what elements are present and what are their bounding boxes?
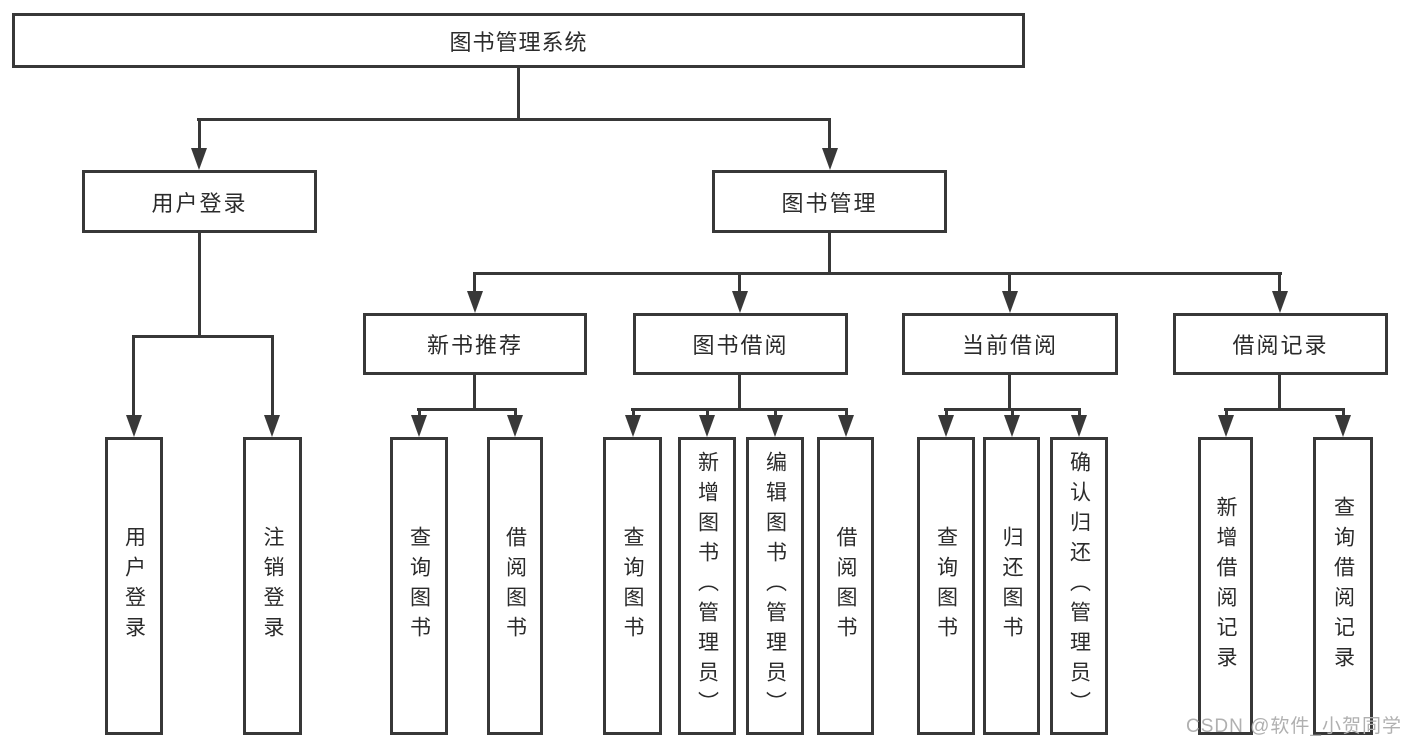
node-current-borrow: 当前借阅 — [902, 313, 1118, 375]
connector-line — [473, 375, 476, 411]
arrow-down-icon — [699, 415, 715, 437]
arrow-down-icon — [1335, 415, 1351, 437]
connector-line — [738, 272, 741, 293]
connector-line — [1011, 408, 1014, 418]
connector-line — [473, 272, 476, 293]
node-label: 借阅记录 — [1232, 333, 1329, 358]
node-label: 当前借阅 — [961, 333, 1058, 358]
leaf-label: 查询图书 — [407, 526, 431, 646]
connector-line — [845, 408, 848, 418]
arrow-down-icon — [838, 415, 854, 437]
node-label: 图书管理系统 — [449, 29, 588, 55]
leaf-label: 新增图书（管理员） — [695, 451, 719, 721]
connector-line — [473, 272, 1282, 275]
connector-line — [1278, 375, 1281, 411]
leaf-cur-return-books: 归还图书 — [983, 437, 1040, 735]
leaf-logout: 注销登录 — [243, 437, 302, 735]
arrow-down-icon — [732, 291, 748, 313]
arrow-down-icon — [264, 415, 280, 437]
connector-line — [828, 118, 831, 150]
leaf-nb-borrow-books: 借阅图书 — [487, 437, 543, 735]
arrow-down-icon — [191, 148, 207, 170]
arrow-down-icon — [767, 415, 783, 437]
connector-line — [774, 408, 777, 418]
leaf-label: 归还图书 — [1000, 526, 1023, 646]
arrow-down-icon — [1004, 415, 1020, 437]
node-new-book-recommend: 新书推荐 — [363, 313, 587, 375]
connector-line — [828, 233, 831, 274]
connector-line — [1078, 408, 1081, 418]
arrow-down-icon — [1002, 291, 1018, 313]
leaf-label: 查询图书 — [621, 526, 644, 646]
connector-line — [1225, 408, 1228, 418]
leaf-bw-query-books: 查询图书 — [603, 437, 662, 735]
arrow-down-icon — [822, 148, 838, 170]
node-label: 图书管理 — [781, 190, 878, 216]
leaf-user-login: 用户登录 — [105, 437, 163, 735]
arrow-down-icon — [1218, 415, 1234, 437]
connector-line — [1008, 375, 1011, 411]
connector-line — [197, 118, 831, 121]
node-library-system: 图书管理系统 — [12, 13, 1025, 68]
connector-line — [271, 335, 274, 417]
leaf-label: 注销登录 — [261, 526, 284, 646]
node-label: 新书推荐 — [426, 333, 523, 358]
arrow-down-icon — [507, 415, 523, 437]
node-borrow-records: 借阅记录 — [1173, 313, 1388, 375]
arrow-down-icon — [938, 415, 954, 437]
leaf-bw-add-books-admin: 新增图书（管理员） — [678, 437, 736, 735]
arrow-down-icon — [1071, 415, 1087, 437]
leaf-label: 用户登录 — [122, 526, 146, 646]
connector-line — [418, 408, 421, 418]
connector-line — [514, 408, 517, 418]
arrow-down-icon — [625, 415, 641, 437]
arrow-down-icon — [1272, 291, 1288, 313]
leaf-bw-edit-books-admin: 编辑图书（管理员） — [746, 437, 804, 735]
connector-line — [1224, 408, 1345, 411]
connector-line — [632, 408, 635, 418]
leaf-rec-query-record: 查询借阅记录 — [1313, 437, 1373, 735]
connector-line — [1342, 408, 1345, 418]
node-book-management: 图书管理 — [712, 170, 947, 233]
connector-line — [1278, 272, 1281, 293]
connector-line — [132, 335, 135, 417]
connector-line — [706, 408, 709, 418]
arrow-down-icon — [126, 415, 142, 437]
leaf-cur-query-books: 查询图书 — [917, 437, 975, 735]
leaf-label: 借阅图书 — [834, 526, 857, 646]
connector-line — [417, 408, 517, 411]
connector-line — [1008, 272, 1011, 293]
connector-line — [132, 335, 274, 338]
arrow-down-icon — [411, 415, 427, 437]
connector-line — [517, 68, 520, 118]
connector-line — [631, 408, 848, 411]
connector-line — [198, 118, 201, 150]
leaf-label: 新增借阅记录 — [1214, 496, 1237, 676]
node-label: 用户登录 — [151, 190, 248, 216]
connector-line — [945, 408, 948, 418]
leaf-rec-add-record: 新增借阅记录 — [1198, 437, 1253, 735]
leaf-label: 查询借阅记录 — [1331, 496, 1355, 676]
leaf-label: 确认归还（管理员） — [1067, 451, 1091, 721]
leaf-label: 查询图书 — [934, 526, 958, 646]
connector-line — [738, 374, 741, 411]
leaf-bw-borrow-books: 借阅图书 — [817, 437, 874, 735]
csdn-watermark: CSDN @软件_小贺同学 — [1186, 716, 1402, 737]
node-book-borrow: 图书借阅 — [633, 313, 848, 375]
leaf-label: 借阅图书 — [503, 526, 527, 646]
leaf-label: 编辑图书（管理员） — [763, 451, 787, 721]
leaf-cur-confirm-return-admin: 确认归还（管理员） — [1050, 437, 1108, 735]
node-user-login: 用户登录 — [82, 170, 317, 233]
node-label: 图书借阅 — [692, 333, 789, 358]
connector-line — [198, 233, 201, 338]
arrow-down-icon — [467, 291, 483, 313]
leaf-nb-query-books: 查询图书 — [390, 437, 448, 735]
